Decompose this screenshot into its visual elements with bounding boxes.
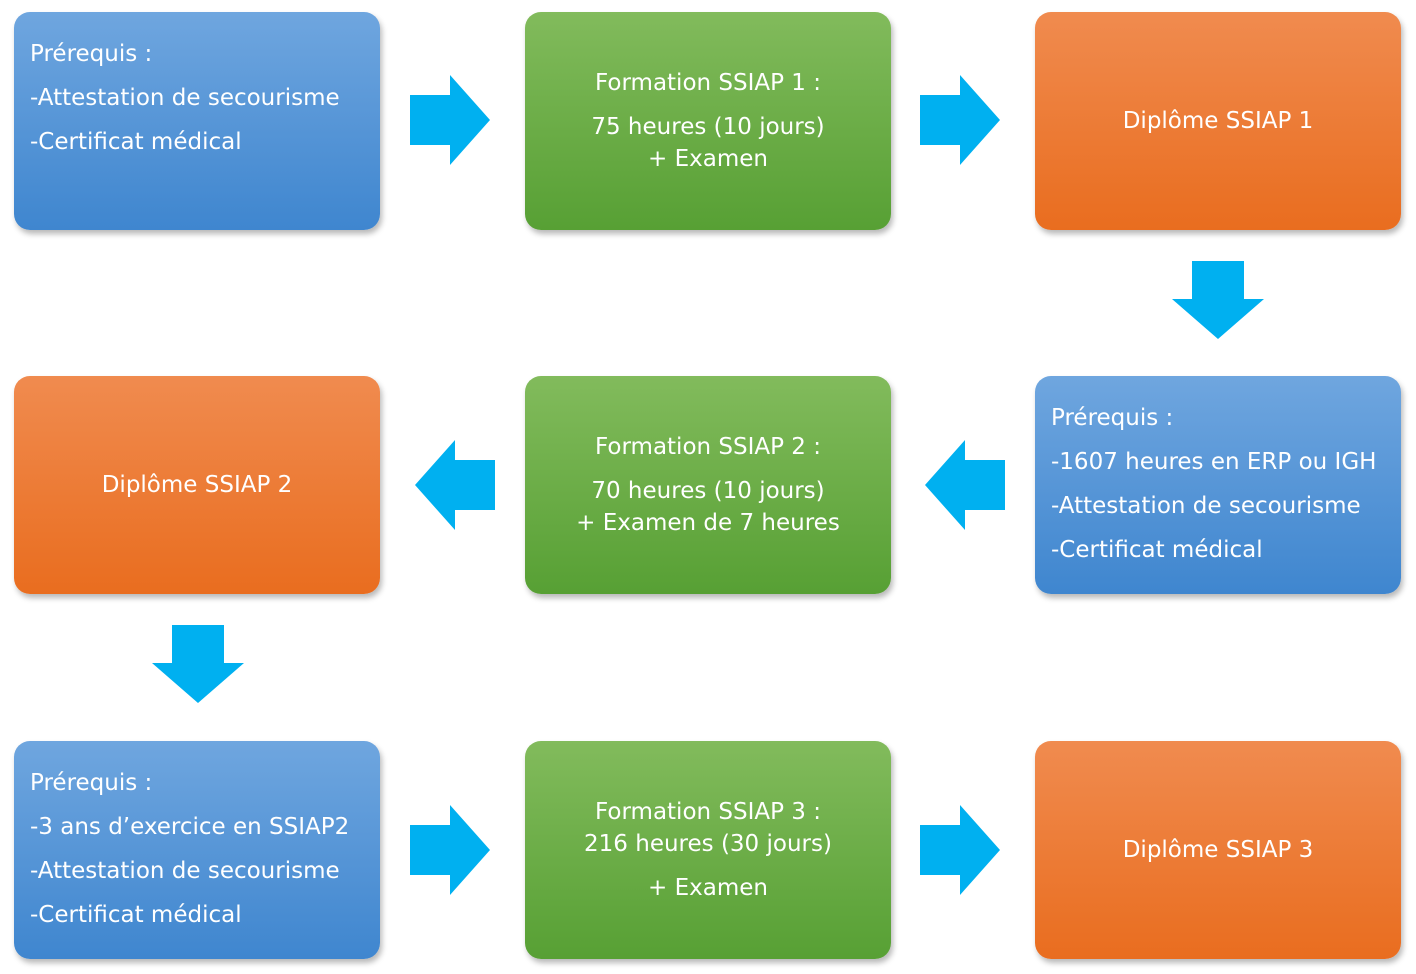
prereq-ssiap3-title: Prérequis : [30,770,153,796]
diplome-ssiap2-label: Diplôme SSIAP 2 [101,472,293,498]
arrow-down-icon [152,625,244,703]
formation-ssiap2-exam: + Examen de 7 heures [576,510,840,536]
formation-ssiap2-box: Formation SSIAP 2 : 70 heures (10 jours)… [525,376,891,594]
formation-ssiap3-exam: + Examen [648,875,768,901]
diplome-ssiap1-label: Diplôme SSIAP 1 [1122,108,1314,134]
prereq-ssiap2-box: Prérequis : -1607 heures en ERP ou IGH -… [1035,376,1401,594]
arrow-left-icon [415,440,495,530]
formation-ssiap3-duration: 216 heures (30 jours) [584,831,832,857]
diplome-ssiap1-box: Diplôme SSIAP 1 [1035,12,1401,230]
diplome-ssiap3-box: Diplôme SSIAP 3 [1035,741,1401,959]
prereq-ssiap2-title: Prérequis : [1051,405,1174,431]
prereq-ssiap3-item-1: -3 ans d’exercice en SSIAP2 [30,814,350,840]
prereq-ssiap3-item-2: -Attestation de secourisme [30,858,340,884]
prereq-ssiap3-item-3: -Certificat médical [30,902,242,928]
diplome-ssiap3-label: Diplôme SSIAP 3 [1122,837,1314,863]
prereq-ssiap2-item-2: -Attestation de secourisme [1051,493,1361,519]
prereq-ssiap3-box: Prérequis : -3 ans d’exercice en SSIAP2 … [14,741,380,959]
diplome-ssiap2-box: Diplôme SSIAP 2 [14,376,380,594]
prereq-ssiap2-item-3: -Certificat médical [1051,537,1263,563]
prereq-ssiap1-box: Prérequis : -Attestation de secourisme -… [14,12,380,230]
formation-ssiap1-duration: 75 heures (10 jours) [591,114,825,140]
formation-ssiap2-duration: 70 heures (10 jours) [591,478,825,504]
prereq-ssiap1-title: Prérequis : [30,41,153,67]
arrow-right-icon [410,75,490,165]
formation-ssiap3-title: Formation SSIAP 3 : [595,799,821,825]
formation-ssiap3-box: Formation SSIAP 3 : 216 heures (30 jours… [525,741,891,959]
arrow-down-icon [1172,261,1264,339]
arrow-right-icon [920,75,1000,165]
arrow-right-icon [410,805,490,895]
prereq-ssiap1-item-1: -Attestation de secourisme [30,85,340,111]
formation-ssiap2-title: Formation SSIAP 2 : [595,434,821,460]
prereq-ssiap1-item-2: -Certificat médical [30,129,242,155]
formation-ssiap1-title: Formation SSIAP 1 : [595,70,821,96]
prereq-ssiap2-item-1: -1607 heures en ERP ou IGH [1051,449,1377,475]
formation-ssiap1-box: Formation SSIAP 1 : 75 heures (10 jours)… [525,12,891,230]
arrow-left-icon [925,440,1005,530]
arrow-right-icon [920,805,1000,895]
formation-ssiap1-exam: + Examen [648,146,768,172]
